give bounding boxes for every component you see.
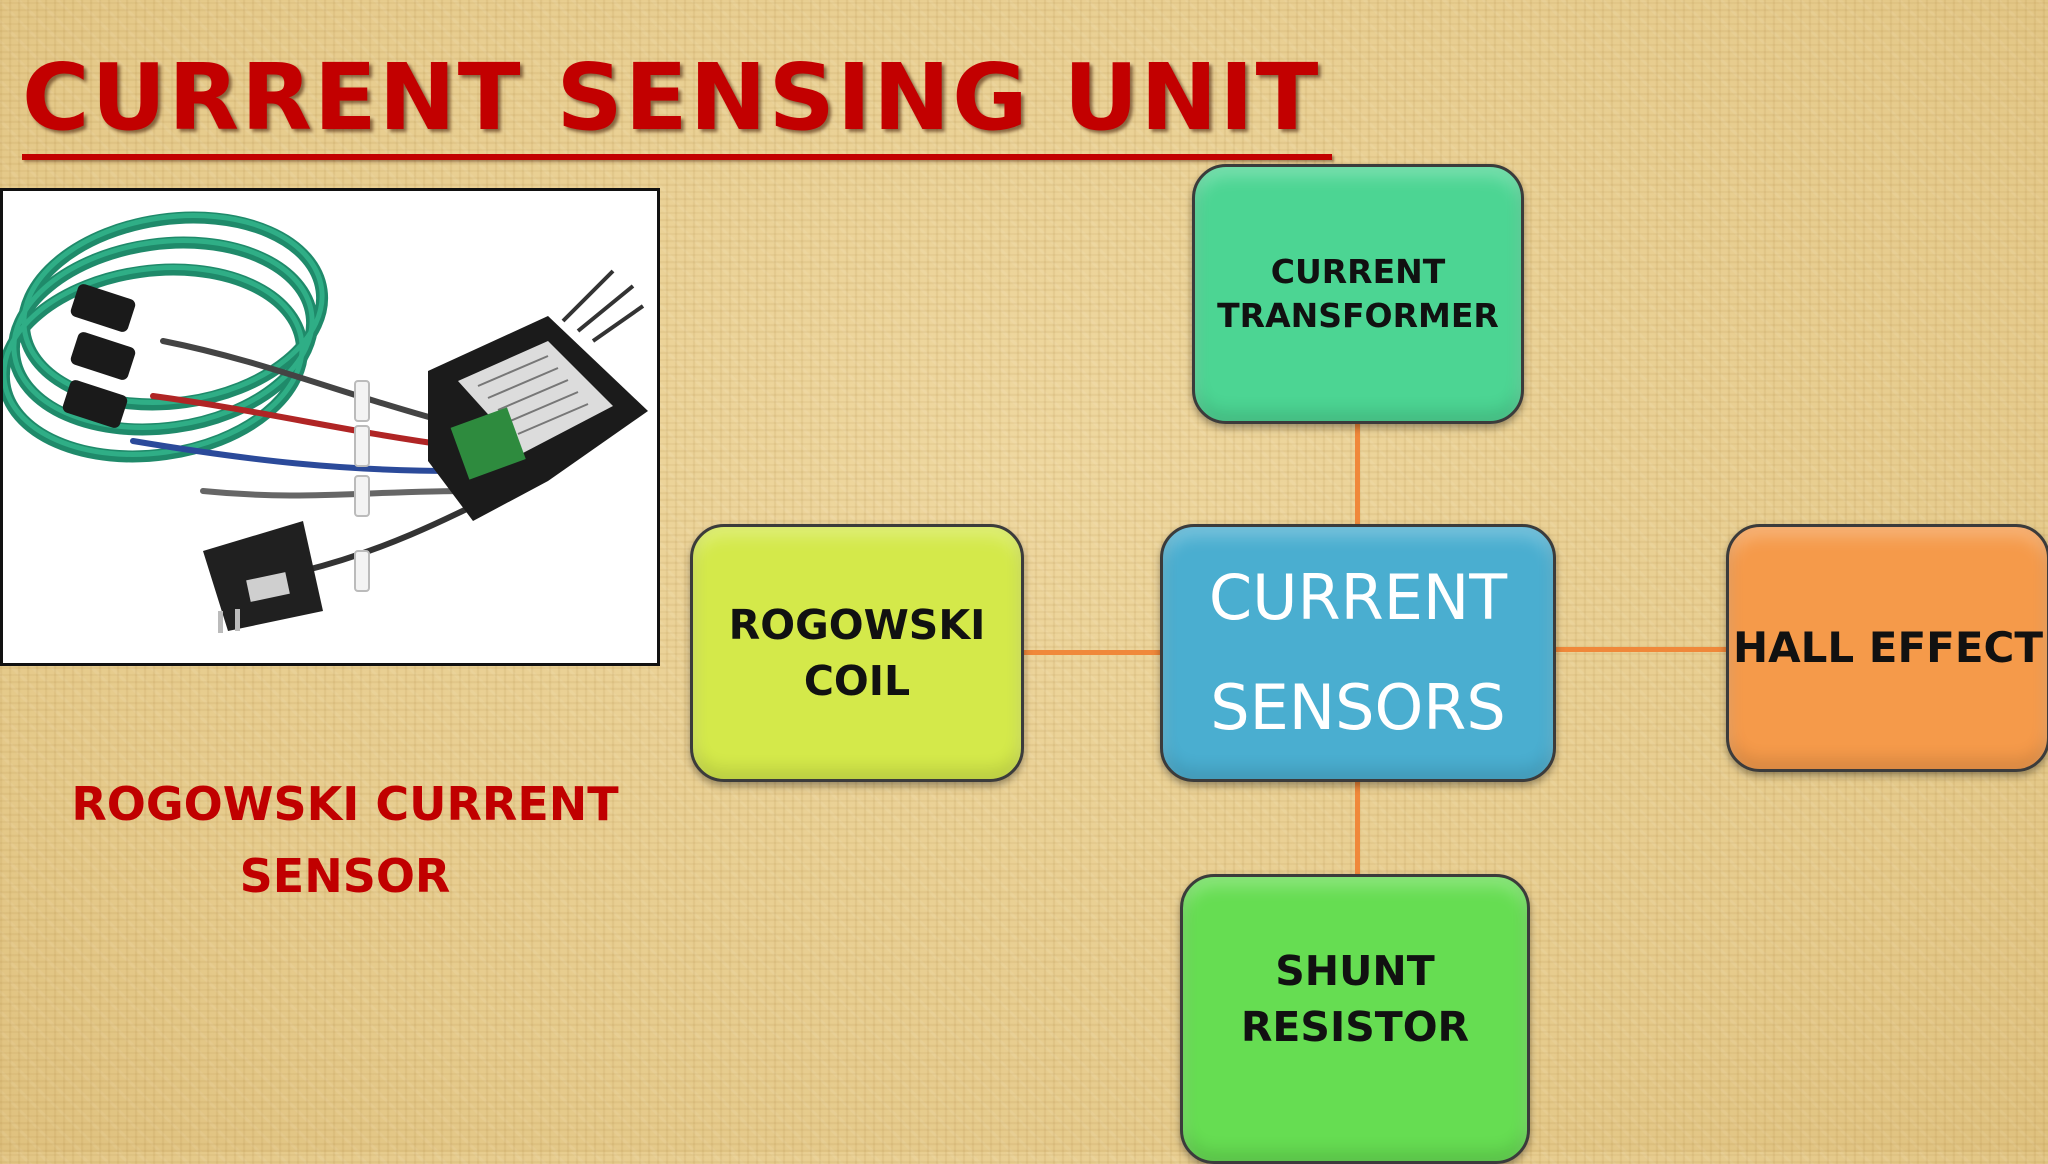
node-label-line2: TRANSFORMER bbox=[1217, 296, 1499, 335]
title-underline bbox=[22, 154, 1332, 160]
image-caption: ROGOWSKI CURRENT SENSOR bbox=[71, 777, 619, 903]
slide-title: CURRENT SENSING UNIT bbox=[22, 44, 1321, 151]
rogowski-sensor-photo bbox=[0, 188, 660, 666]
connector-top bbox=[1355, 424, 1360, 524]
connector-right bbox=[1556, 647, 1726, 652]
node-label-line1: ROGOWSKI bbox=[728, 601, 986, 649]
node-label-line2: COIL bbox=[803, 657, 911, 705]
current-sensors-center-box: CURRENT SENSORS bbox=[1160, 524, 1556, 782]
connector-left bbox=[1024, 650, 1160, 655]
node-label-line1: HALL EFFECT bbox=[1732, 623, 2044, 672]
connector-bottom bbox=[1355, 782, 1360, 874]
rogowski-sensor-illustration bbox=[3, 211, 648, 633]
node-label-line1: CURRENT bbox=[1270, 252, 1446, 291]
hall-effect-box: HALL EFFECT bbox=[1726, 524, 2048, 772]
rogowski-coil-box: ROGOWSKI COIL bbox=[690, 524, 1024, 782]
node-label-line1: SHUNT bbox=[1275, 947, 1435, 995]
current-transformer-box: CURRENT TRANSFORMER bbox=[1192, 164, 1524, 424]
node-label-line1: CURRENT bbox=[1208, 561, 1508, 634]
shunt-resistor-box: SHUNT RESISTOR bbox=[1180, 874, 1530, 1164]
node-label-line2: SENSORS bbox=[1210, 671, 1506, 744]
node-label-line2: RESISTOR bbox=[1240, 1003, 1470, 1051]
